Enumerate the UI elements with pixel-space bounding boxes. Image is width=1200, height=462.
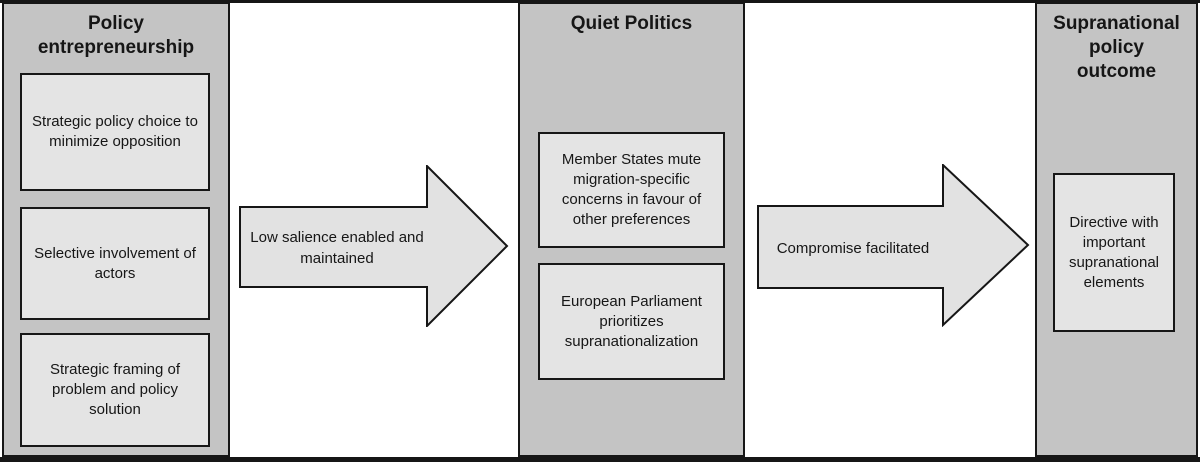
concept-box-text: Strategic policy choice to minimize oppo… [32,113,198,150]
flow-arrow-right-icon [757,164,1030,327]
concept-box: Selective involvement of actors [20,207,210,320]
concept-box: Strategic policy choice to minimize oppo… [20,73,210,191]
column-quiet-politics: Quiet Politics Member States mute migrat… [518,2,745,457]
column-policy-entrepreneurship: Policy entrepreneurship Strategic policy… [2,2,230,457]
arrow-label: Compromise facilitated [776,240,930,257]
concept-box-text: Selective involvement of actors [34,244,196,282]
concept-box-text: Strategic framing of problem and policy … [49,361,181,418]
concept-box: European Parliament prioritizes supranat… [538,263,725,380]
bottom-rule [0,457,1200,462]
concept-box: Strategic framing of problem and policy … [20,333,210,447]
top-rule [0,0,1200,3]
arrow-label: Low salience enabled and maintained [250,229,424,267]
column-title: Supranational policy outcome [1053,13,1180,82]
column-supranational-policy-outcome: Supranational policy outcome Directive w… [1035,2,1198,457]
concept-box: Directive with important supranational e… [1053,173,1175,332]
column-title: Policy entrepreneurship [37,13,195,58]
flow-arrow-right-icon [239,165,509,327]
column-title: Quiet Politics [570,13,693,34]
concept-box: Member States mute migration-specific co… [538,132,725,248]
concept-box-text: Directive with important supranational e… [1068,213,1160,291]
concept-box-text: Member States mute migration-specific co… [561,151,702,228]
concept-box-text: European Parliament prioritizes supranat… [561,292,702,350]
